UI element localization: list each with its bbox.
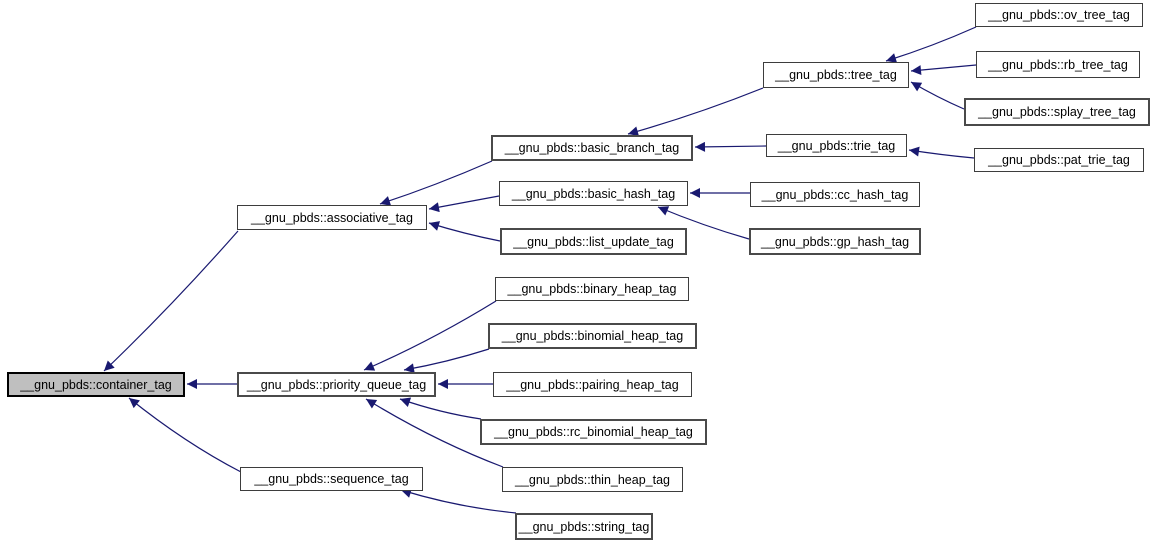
inheritance-edge-tree_tag-to-basic_branch_tag (627, 87, 764, 137)
node-container_tag: __gnu_pbds::container_tag (7, 372, 185, 397)
inheritance-edge-basic_hash_tag-to-associative_tag (428, 195, 500, 213)
node-rb_tree_tag[interactable]: __gnu_pbds::rb_tree_tag (976, 51, 1140, 78)
node-ov_tree_tag[interactable]: __gnu_pbds::ov_tree_tag (975, 3, 1143, 27)
node-label-ov_tree_tag: __gnu_pbds::ov_tree_tag (988, 8, 1130, 22)
node-gp_hash_tag[interactable]: __gnu_pbds::gp_hash_tag (749, 228, 921, 255)
node-list_update_tag[interactable]: __gnu_pbds::list_update_tag (500, 228, 687, 255)
node-splay_tree_tag[interactable]: __gnu_pbds::splay_tree_tag (964, 98, 1150, 126)
inheritance-edge-list_update_tag-to-associative_tag (428, 221, 501, 242)
node-string_tag[interactable]: __gnu_pbds::string_tag (515, 513, 653, 540)
node-label-basic_hash_tag: __gnu_pbds::basic_hash_tag (511, 186, 676, 201)
node-label-pairing_heap_tag: __gnu_pbds::pairing_heap_tag (506, 377, 679, 392)
node-label-binomial_heap_tag: __gnu_pbds::binomial_heap_tag (501, 329, 684, 343)
node-label-string_tag: __gnu_pbds::string_tag (518, 519, 650, 534)
node-thin_heap_tag[interactable]: __gnu_pbds::thin_heap_tag (502, 467, 683, 492)
node-label-priority_queue_tag: __gnu_pbds::priority_queue_tag (246, 377, 427, 392)
node-binomial_heap_tag[interactable]: __gnu_pbds::binomial_heap_tag (488, 323, 697, 349)
node-label-trie_tag: __gnu_pbds::trie_tag (777, 138, 896, 153)
inheritance-edge-rc_binomial_heap_tag-to-priority_queue_tag (399, 397, 482, 420)
node-sequence_tag[interactable]: __gnu_pbds::sequence_tag (240, 467, 423, 491)
node-cc_hash_tag[interactable]: __gnu_pbds::cc_hash_tag (750, 182, 920, 207)
inheritance-edge-rb_tree_tag-to-tree_tag (910, 64, 977, 76)
node-label-splay_tree_tag: __gnu_pbds::splay_tree_tag (978, 105, 1136, 119)
inheritance-edge-pat_trie_tag-to-trie_tag (908, 146, 975, 159)
inheritance-edge-string_tag-to-sequence_tag (400, 488, 517, 514)
node-binary_heap_tag[interactable]: __gnu_pbds::binary_heap_tag (495, 277, 689, 301)
node-label-rc_binomial_heap_tag: __gnu_pbds::rc_binomial_heap_tag (494, 425, 693, 439)
node-label-container_tag: __gnu_pbds::container_tag (20, 377, 172, 392)
inheritance-edge-trie_tag-to-basic_branch_tag (694, 141, 767, 152)
node-label-associative_tag: __gnu_pbds::associative_tag (251, 210, 413, 225)
node-label-gp_hash_tag: __gnu_pbds::gp_hash_tag (760, 234, 910, 249)
inheritance-edge-associative_tag-to-container_tag (103, 230, 239, 372)
node-priority_queue_tag[interactable]: __gnu_pbds::priority_queue_tag (237, 372, 436, 397)
node-rc_binomial_heap_tag[interactable]: __gnu_pbds::rc_binomial_heap_tag (480, 419, 707, 445)
node-label-pat_trie_tag: __gnu_pbds::pat_trie_tag (988, 153, 1130, 167)
node-basic_branch_tag[interactable]: __gnu_pbds::basic_branch_tag (491, 135, 693, 161)
node-label-tree_tag: __gnu_pbds::tree_tag (775, 68, 897, 82)
inheritance-edge-basic_branch_tag-to-associative_tag (379, 160, 493, 206)
node-pairing_heap_tag[interactable]: __gnu_pbds::pairing_heap_tag (493, 372, 692, 397)
node-label-list_update_tag: __gnu_pbds::list_update_tag (513, 234, 674, 249)
inheritance-edge-binary_heap_tag-to-priority_queue_tag (363, 300, 497, 371)
node-label-cc_hash_tag: __gnu_pbds::cc_hash_tag (761, 187, 909, 202)
inheritance-edge-splay_tree_tag-to-tree_tag (910, 81, 965, 110)
node-label-rb_tree_tag: __gnu_pbds::rb_tree_tag (988, 57, 1128, 72)
node-label-binary_heap_tag: __gnu_pbds::binary_heap_tag (507, 282, 677, 296)
node-basic_hash_tag[interactable]: __gnu_pbds::basic_hash_tag (499, 181, 688, 206)
node-associative_tag[interactable]: __gnu_pbds::associative_tag (237, 205, 427, 230)
node-label-sequence_tag: __gnu_pbds::sequence_tag (254, 472, 409, 486)
inheritance-edge-sequence_tag-to-container_tag (128, 397, 242, 473)
node-label-thin_heap_tag: __gnu_pbds::thin_heap_tag (514, 472, 670, 487)
node-tree_tag[interactable]: __gnu_pbds::tree_tag (763, 62, 909, 88)
node-label-basic_branch_tag: __gnu_pbds::basic_branch_tag (504, 141, 680, 155)
node-trie_tag[interactable]: __gnu_pbds::trie_tag (766, 134, 907, 157)
inheritance-edge-binomial_heap_tag-to-priority_queue_tag (403, 348, 490, 374)
node-pat_trie_tag[interactable]: __gnu_pbds::pat_trie_tag (974, 148, 1144, 172)
inheritance-edge-ov_tree_tag-to-tree_tag (885, 26, 977, 63)
